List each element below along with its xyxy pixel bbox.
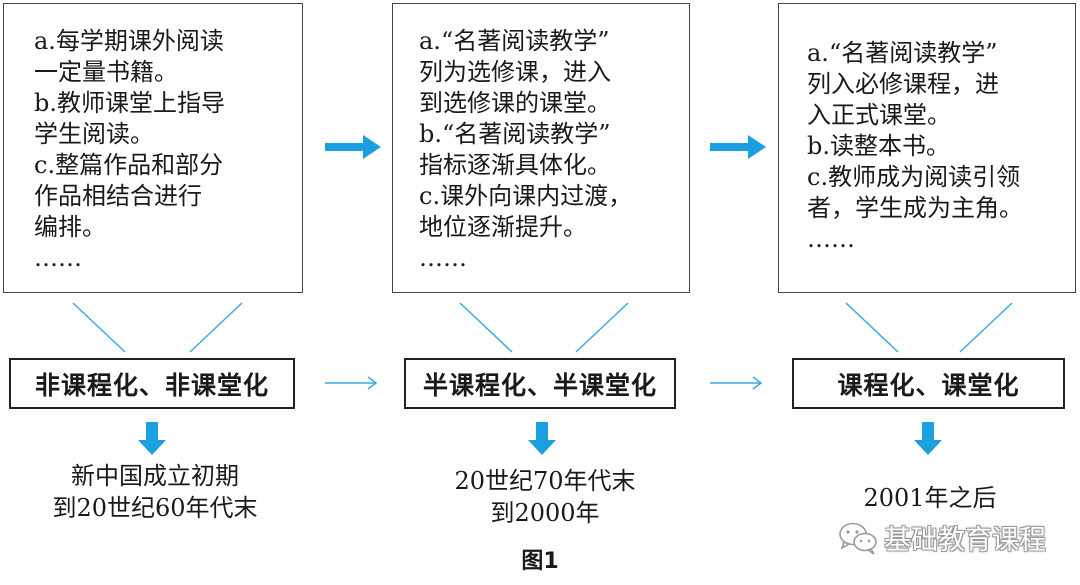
box-line: 列为选修课，进入	[419, 58, 611, 86]
connector-line	[845, 302, 899, 353]
box-line: 指标逐渐具体化。	[419, 151, 611, 179]
box-line: 地位逐渐提升。	[419, 213, 587, 241]
content-box-3: a.“名著阅读教学” 列入必修课程，进 入正式课堂。 b.读整本书。 c.教师成…	[778, 3, 1076, 293]
box-line: 一定量书籍。	[34, 58, 178, 86]
box-line: ……	[34, 244, 82, 272]
content-box-2: a.“名著阅读教学” 列为选修课，进入 到选修课的课堂。 b.“名著阅读教学” …	[392, 3, 690, 293]
box-line: c.整篇作品和部分	[34, 151, 224, 179]
box-line: 者，学生成为主角。	[807, 194, 1023, 222]
box-line: 列入必修课程，进	[807, 70, 999, 98]
period-line: 到2000年	[490, 499, 600, 527]
box-line: b.教师课堂上指导	[34, 89, 225, 117]
arrow-right-icon	[710, 135, 766, 159]
connector-line	[575, 302, 629, 353]
connector-line	[459, 302, 513, 353]
box-line: a.“名著阅读教学”	[419, 27, 610, 55]
box-line: c.课外向课内过渡，	[419, 182, 633, 210]
stage-box-2: 半课程化、半课堂化	[404, 358, 676, 409]
figure-caption: 图1	[521, 549, 559, 574]
watermark: 基础教育课程	[838, 518, 1046, 557]
box-line: ……	[419, 244, 467, 272]
period-label-1: 新中国成立初期 到20世纪60年代末	[33, 460, 277, 524]
period-line: 到20世纪60年代末	[52, 494, 258, 522]
stage-box-3: 课程化、课堂化	[792, 358, 1065, 409]
period-label-2: 20世纪70年代末 到2000年	[425, 465, 665, 529]
period-line: 新中国成立初期	[71, 462, 239, 490]
connector-line	[189, 302, 243, 353]
thin-arrow-right-icon	[367, 376, 378, 390]
box-line: 学生阅读。	[34, 120, 154, 148]
thin-arrow-right-icon	[752, 376, 763, 390]
stage-box-1: 非课程化、非课堂化	[9, 358, 295, 409]
period-line: 2001年之后	[863, 484, 997, 512]
arrow-down-icon	[528, 422, 556, 455]
arrow-down-icon	[138, 422, 166, 455]
box-line: ……	[807, 225, 855, 253]
box-line: 作品相结合进行	[34, 182, 202, 210]
box-line: c.教师成为阅读引领	[807, 163, 1021, 191]
box-line: a.每学期课外阅读	[34, 27, 224, 55]
box-line: b.读整本书。	[807, 132, 950, 160]
box-line: b.“名著阅读教学”	[419, 120, 611, 148]
box-line: 入正式课堂。	[807, 101, 951, 129]
period-label-3: 2001年之后	[820, 482, 1040, 514]
wechat-icon	[839, 522, 877, 555]
arrow-down-icon	[914, 422, 942, 455]
period-line: 20世纪70年代末	[454, 467, 636, 495]
content-box-1: a.每学期课外阅读 一定量书籍。 b.教师课堂上指导 学生阅读。 c.整篇作品和…	[3, 3, 303, 293]
connector-line	[959, 302, 1013, 353]
box-line: 到选修课的课堂。	[419, 89, 611, 117]
connector-line	[72, 302, 126, 353]
watermark-text: 基础教育课程	[884, 525, 1046, 556]
box-line: 编排。	[34, 213, 106, 241]
arrow-right-icon	[325, 135, 381, 159]
box-line: a.“名著阅读教学”	[807, 39, 998, 67]
